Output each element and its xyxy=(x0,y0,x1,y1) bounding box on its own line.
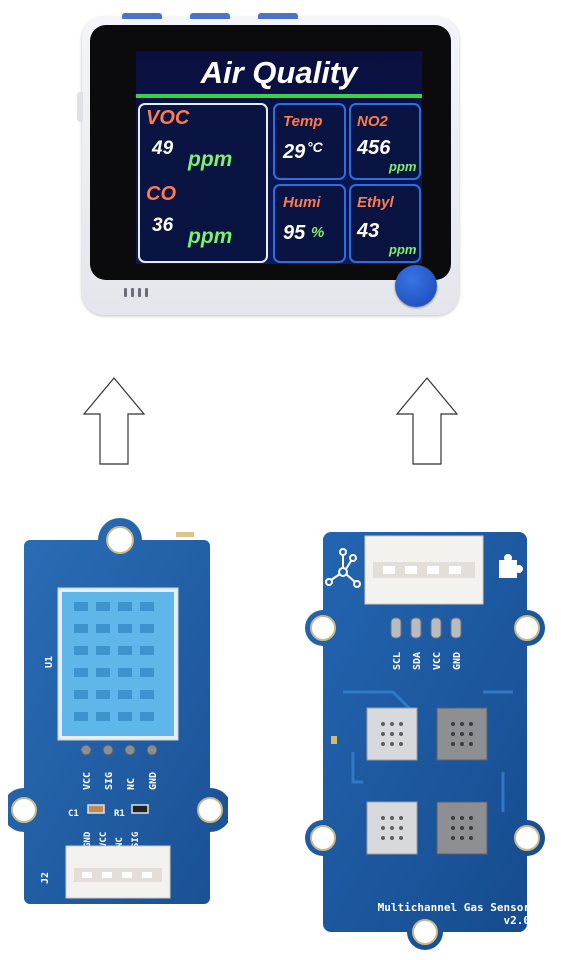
lcd-screen: Air Quality VOC 49 ppm CO 36 ppm Temp 29… xyxy=(136,51,422,264)
gas-sensor-title: Multichannel Gas Sensor v2.0 xyxy=(330,901,530,927)
voc-value: 49 xyxy=(152,138,174,159)
gas-sensor-chip xyxy=(436,801,488,855)
wio-terminal-device: Air Quality VOC 49 ppm CO 36 ppm Temp 29… xyxy=(77,13,459,315)
gas-sensor-chip xyxy=(366,707,418,761)
conn-label-nc: NC xyxy=(115,837,125,848)
up-arrow-right-icon xyxy=(395,377,459,465)
conn-label-sig: SIG xyxy=(131,832,141,848)
temp-unit: °C xyxy=(307,139,323,155)
no2-unit: ppm xyxy=(389,159,417,174)
c1-label: C1 xyxy=(68,809,79,819)
pin-label-sig: SIG xyxy=(104,772,115,790)
speaker-grille xyxy=(124,288,148,297)
conn-label-vcc: VCC xyxy=(99,832,109,848)
humi-unit: % xyxy=(311,224,325,241)
no2-value: 456 xyxy=(357,137,391,159)
humi-label: Humi xyxy=(283,194,321,211)
title-divider xyxy=(136,94,422,98)
temp-label: Temp xyxy=(283,113,323,130)
humi-value: 95 xyxy=(283,222,306,244)
conn-label-gnd: GND xyxy=(83,831,93,848)
pin-label-gnd-gas: GND xyxy=(452,652,463,670)
joystick-button[interactable] xyxy=(395,265,437,307)
up-arrow-left-icon xyxy=(82,377,146,465)
temp-panel: Temp 29 °C xyxy=(273,103,346,180)
pin-label-nc: NC xyxy=(126,778,137,790)
pin-label-gnd: GND xyxy=(148,772,159,790)
j2-label: J2 xyxy=(40,872,51,884)
temp-value: 29 xyxy=(283,141,306,163)
voc-co-panel: VOC 49 ppm CO 36 ppm xyxy=(138,103,268,263)
gas-sensor-chip xyxy=(436,707,488,761)
gas-sensor-title-line2: v2.0 xyxy=(503,914,531,927)
voc-label: VOC xyxy=(146,107,190,129)
dht11-sensor-board: U1 VCC SIG NC GND C1 R1 GND VCC NC SIG J… xyxy=(8,518,228,904)
puzzle-logo-icon xyxy=(499,554,523,578)
screen-bezel: Air Quality VOC 49 ppm CO 36 ppm Temp 29… xyxy=(90,25,451,280)
ethyl-unit: ppm xyxy=(389,242,417,257)
no2-panel: NO2 456 ppm xyxy=(349,103,421,180)
top-button-b[interactable] xyxy=(190,13,230,19)
pin-label-sda: SDA xyxy=(412,652,423,670)
top-button-a[interactable] xyxy=(122,13,162,19)
no2-label: NO2 xyxy=(357,113,388,130)
pin-label-vcc: VCC xyxy=(82,772,93,790)
ethyl-value: 43 xyxy=(357,220,380,242)
co-unit: ppm xyxy=(188,225,233,248)
network-logo-icon xyxy=(325,548,361,588)
pin-label-vcc-gas: VCC xyxy=(432,652,443,670)
voc-unit: ppm xyxy=(188,148,233,171)
power-switch[interactable] xyxy=(77,92,83,122)
gas-sensor-chip xyxy=(366,801,418,855)
pin-label-scl: SCL xyxy=(392,652,403,670)
humi-panel: Humi 95 % xyxy=(273,184,346,263)
co-value: 36 xyxy=(152,215,174,236)
multichannel-gas-sensor-board: SCL SDA VCC GND xyxy=(305,532,545,950)
top-button-c[interactable] xyxy=(258,13,298,19)
co-label: CO xyxy=(146,183,176,205)
u1-label: U1 xyxy=(44,656,55,668)
screen-title: Air Quality xyxy=(200,55,358,90)
gas-sensor-title-line1: Multichannel Gas Sensor xyxy=(377,901,530,914)
ethyl-panel: Ethyl 43 ppm xyxy=(349,184,421,263)
r1-label: R1 xyxy=(114,809,125,819)
ethyl-label: Ethyl xyxy=(357,194,394,211)
